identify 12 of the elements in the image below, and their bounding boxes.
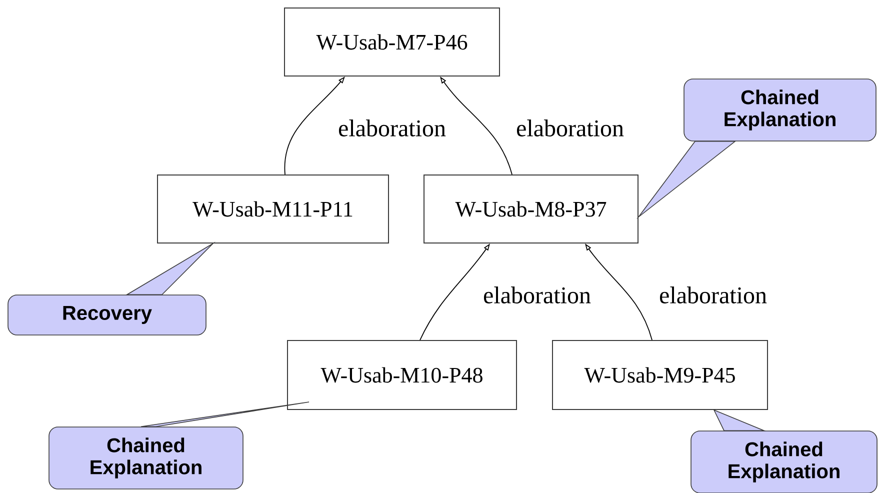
process-box: W-Usab-M7-P46 (284, 8, 500, 76)
process-box: W-Usab-M10-P48 (287, 340, 517, 410)
callout-tail (140, 402, 310, 427)
callout-bubble: Recovery (8, 294, 206, 336)
process-box: W-Usab-M9-P45 (552, 340, 768, 410)
edge-label: elaboration (515, 118, 625, 138)
process-box: W-Usab-M8-P37 (424, 174, 638, 244)
process-box: W-Usab-M11-P11 (157, 174, 389, 244)
edge-label: elaboration (658, 286, 768, 304)
edge-label: elaboration (337, 118, 447, 138)
edge-label: elaboration (482, 286, 592, 304)
callout-bubble: Chained Explanation (684, 78, 876, 142)
